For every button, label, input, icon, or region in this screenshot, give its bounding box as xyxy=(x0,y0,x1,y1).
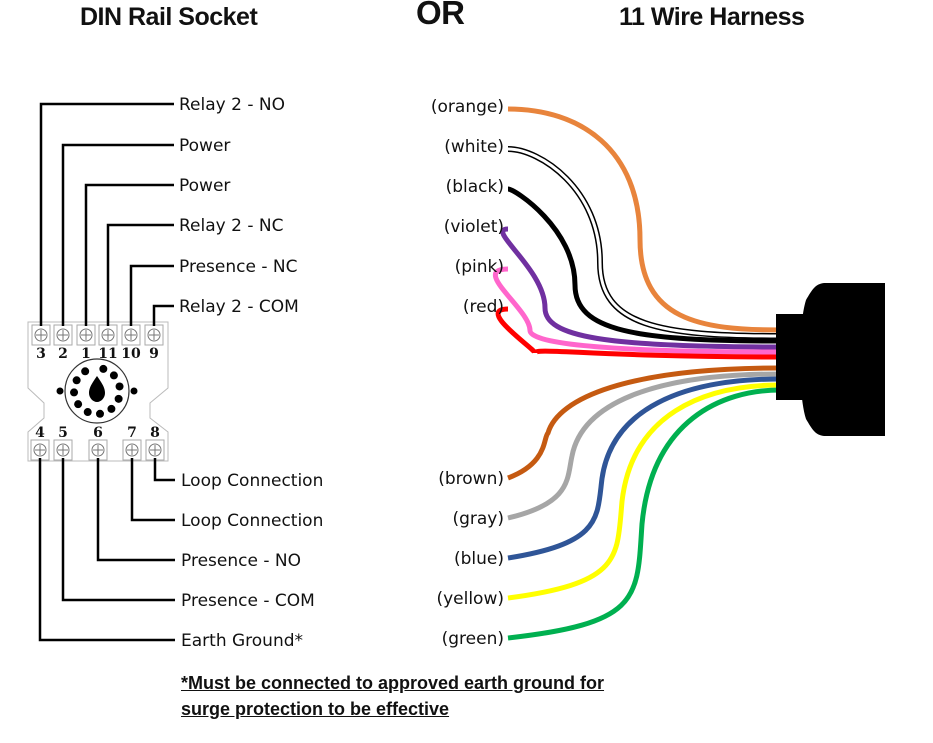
pin-number-8: 8 xyxy=(150,425,160,441)
wire-gray xyxy=(507,371,781,521)
pin-label-6: Presence - NO xyxy=(181,551,301,571)
socket-pin-holes xyxy=(70,364,124,418)
leader-line xyxy=(153,458,175,482)
earth-ground-note: *Must be connected to approved earth gro… xyxy=(181,670,641,722)
pin-hole xyxy=(115,382,124,391)
wire-label: (yellow) xyxy=(436,589,504,609)
wire-label: (violet) xyxy=(444,217,504,237)
pin-label-10: Presence - NC xyxy=(179,257,297,277)
pin-label-4: Earth Ground* xyxy=(181,631,303,651)
or-title: OR xyxy=(416,0,465,31)
pin-number-2: 2 xyxy=(58,346,68,362)
pin-number-10: 10 xyxy=(121,346,141,362)
wire-label: (white) xyxy=(444,137,504,157)
wire-label: (gray) xyxy=(452,509,504,529)
wire-label: (orange) xyxy=(431,97,504,117)
pin-label-1: Power xyxy=(179,176,230,196)
pin-number-3: 3 xyxy=(36,346,46,362)
wire-white xyxy=(507,147,781,338)
pin-hole xyxy=(109,371,118,380)
leader-line xyxy=(106,223,174,326)
pin-number-5: 5 xyxy=(58,425,68,441)
leader-line xyxy=(152,304,174,326)
pin-label-2: Power xyxy=(179,136,230,156)
pin-hole xyxy=(70,388,79,397)
pin-number-1: 1 xyxy=(81,346,91,362)
pin-label-5: Presence - COM xyxy=(181,591,315,611)
wire-label: (brown) xyxy=(438,469,504,489)
pin-hole xyxy=(107,404,116,413)
wire-green xyxy=(507,387,781,641)
wire-blue xyxy=(507,376,781,561)
wire-label: (pink) xyxy=(455,257,504,277)
pin-hole xyxy=(95,409,104,418)
wire-black xyxy=(507,186,781,344)
leader-line xyxy=(38,458,175,642)
wire-label: (green) xyxy=(442,629,504,649)
leader-line xyxy=(129,264,174,326)
leader-line xyxy=(130,458,175,522)
pin-hole xyxy=(72,376,81,385)
pin-number-9: 9 xyxy=(149,346,159,362)
wire-outline xyxy=(507,146,781,339)
wire-label: (black) xyxy=(446,177,504,197)
pin-label-11: Relay 2 - NC xyxy=(179,216,283,236)
pin-label-7: Loop Connection xyxy=(181,511,323,531)
pin-hole xyxy=(114,394,123,403)
pin-hole xyxy=(81,367,90,376)
wire-red xyxy=(495,306,781,360)
pin-label-8: Loop Connection xyxy=(181,471,323,491)
wire-orange xyxy=(507,106,781,333)
leader-line xyxy=(96,458,175,562)
leader-line xyxy=(61,143,174,326)
wire-label: (blue) xyxy=(454,549,504,569)
wire-label: (red) xyxy=(463,297,504,317)
note-line-1: *Must be connected to approved earth gro… xyxy=(181,673,605,693)
wire-yellow xyxy=(507,382,781,601)
pin-leader-lines xyxy=(38,102,175,642)
harness-connector xyxy=(776,283,885,436)
pin-number-4: 4 xyxy=(35,425,45,441)
harness-wires xyxy=(493,106,781,641)
pin-number-6: 6 xyxy=(93,425,103,441)
leader-line xyxy=(39,102,174,326)
pin-hole xyxy=(99,364,108,373)
wire-pink xyxy=(493,266,781,355)
pin-label-9: Relay 2 - COM xyxy=(179,297,299,317)
leader-line xyxy=(84,183,174,326)
din-rail-socket-title: DIN Rail Socket xyxy=(80,3,258,31)
leader-line xyxy=(61,458,175,602)
wire-brown xyxy=(507,365,781,481)
pin-hole xyxy=(83,408,92,417)
pin-number-7: 7 xyxy=(127,425,137,441)
wire-violet xyxy=(500,226,781,350)
pin-hole xyxy=(74,400,83,409)
pin-number-11: 11 xyxy=(98,346,117,362)
note-line-2: surge protection to be effective xyxy=(181,699,450,719)
wire-harness-title: 11 Wire Harness xyxy=(619,3,805,31)
pin-label-3: Relay 2 - NO xyxy=(179,95,285,115)
socket-key-icon xyxy=(89,376,105,402)
